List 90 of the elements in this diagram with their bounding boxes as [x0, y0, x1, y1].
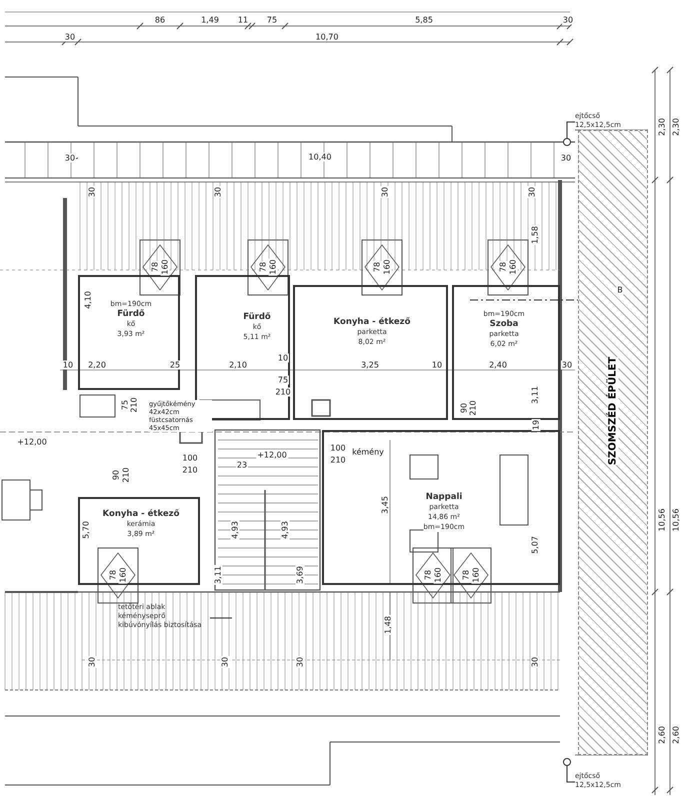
dimension-label: 210 — [130, 396, 138, 414]
dimension-label: 75 — [266, 16, 278, 24]
dimension-label: 23 — [236, 460, 248, 470]
dimension-label: 4,10 — [84, 290, 92, 310]
dimension-label: 1,48 — [384, 615, 392, 635]
dimension-label: 30 — [530, 656, 540, 668]
dimension-label: 2,10 — [228, 360, 248, 370]
dimension-label: 4,93 — [280, 520, 290, 540]
dimension-label: 30 — [88, 186, 96, 198]
dimension-label: 3,11 — [530, 385, 540, 405]
dimension-label: 2,60 — [658, 725, 666, 745]
dimension-label: 86 — [154, 16, 166, 24]
dimension-label: 75 — [120, 398, 130, 412]
dimension-label: 30 — [380, 186, 390, 198]
dimension-label: 210 — [329, 456, 347, 464]
dimension-label: +12,00 — [256, 450, 288, 460]
dimension-label: 100 — [329, 444, 347, 452]
dimension-label: 160 — [434, 566, 442, 584]
downpipe-symbol — [563, 138, 571, 146]
dimension-label: 1,49 — [200, 16, 220, 24]
dimension-label: 3,25 — [360, 360, 380, 370]
dimension-label: 2,30 — [658, 117, 666, 137]
dimension-label: 78 — [150, 260, 160, 274]
dimension-label: 78 — [372, 260, 382, 274]
dimension-label: 160 — [508, 258, 518, 276]
dimension-label: kémény — [351, 448, 385, 456]
dimension-label: 4,93 — [230, 520, 240, 540]
dimension-label: 78 — [462, 568, 470, 582]
dimension-label: 3,45 — [380, 495, 390, 515]
dimension-label: 78 — [498, 260, 508, 274]
dimension-label: 2,40 — [488, 360, 508, 370]
dimension-label: 30 — [296, 656, 304, 668]
dimension-label: 10 — [276, 354, 290, 362]
dimension-label: 160 — [472, 566, 480, 584]
leader-line — [566, 122, 576, 138]
dimension-label: 30 — [220, 656, 230, 668]
dimension-label: 30 — [560, 154, 572, 162]
dimension-label: 19 — [532, 418, 540, 432]
dimension-label: 78 — [258, 260, 268, 274]
building-label: SZOMSZÉD ÉPÜLET — [608, 357, 618, 466]
dimension-label: 160 — [382, 258, 392, 276]
dimension-label: 3,11 — [214, 565, 222, 585]
dimension-label: 10 — [62, 360, 74, 370]
dimension-label: B — [616, 286, 624, 294]
neighbour-building-band — [578, 130, 648, 755]
dimension-label: 5,07 — [530, 535, 540, 555]
room-name: Konyha - étkező — [334, 317, 410, 327]
dimension-label: 90 — [112, 468, 120, 482]
dimension-label: 210 — [122, 466, 130, 484]
dimension-label: +12,00 — [16, 438, 48, 446]
leader-line — [566, 766, 576, 782]
dimension-label: 210 — [468, 399, 478, 417]
dimension-label: 2,30 — [672, 117, 680, 137]
downpipe-symbol — [563, 758, 571, 766]
room-name: Fürdő — [243, 312, 271, 322]
room-outline — [293, 285, 448, 420]
dimension-label: 2,60 — [672, 725, 680, 745]
dimension-label: 100 — [181, 454, 199, 462]
dimension-label: 25 — [168, 360, 182, 370]
dimension-label: 160 — [118, 566, 128, 584]
dimension-label: 210 — [181, 466, 199, 474]
dimension-label: 30 — [528, 186, 536, 198]
dimension-label: 10,70 — [314, 32, 340, 42]
dimension-label: 1,58 — [530, 225, 540, 245]
dimension-label: 75 — [276, 376, 290, 384]
dimension-label: 30 — [88, 656, 96, 668]
dimension-label: 30 — [214, 186, 222, 198]
dimension-label: 30 — [64, 32, 76, 42]
dimension-label: 10,56 — [658, 508, 666, 532]
room-name: Fürdő — [117, 309, 145, 319]
dimension-label: 10,40 — [308, 152, 332, 162]
dimension-label: 78 — [108, 568, 118, 582]
dimension-label: 160 — [268, 258, 278, 276]
dimension-label: 30 — [64, 154, 76, 162]
dimension-label: 11 — [236, 16, 250, 24]
dimension-label: 160 — [160, 258, 170, 276]
dimension-label: 210 — [274, 388, 292, 396]
room-name: Szoba — [490, 319, 518, 329]
room-name: Konyha - étkező — [102, 509, 180, 519]
dimension-label: 5,70 — [82, 520, 90, 540]
dimension-label: 2,20 — [87, 360, 107, 370]
dimension-label: 3,69 — [296, 565, 304, 585]
dimension-label: 78 — [424, 568, 432, 582]
dimension-label: 90 — [460, 402, 468, 414]
dimension-label: 5,85 — [414, 16, 434, 24]
dimension-label: 30 — [562, 16, 574, 24]
dimension-label: 10,56 — [672, 508, 680, 532]
room-name: Nappali — [426, 492, 462, 502]
dimension-label: 30 — [560, 360, 574, 370]
dimension-label: 10 — [430, 360, 444, 370]
